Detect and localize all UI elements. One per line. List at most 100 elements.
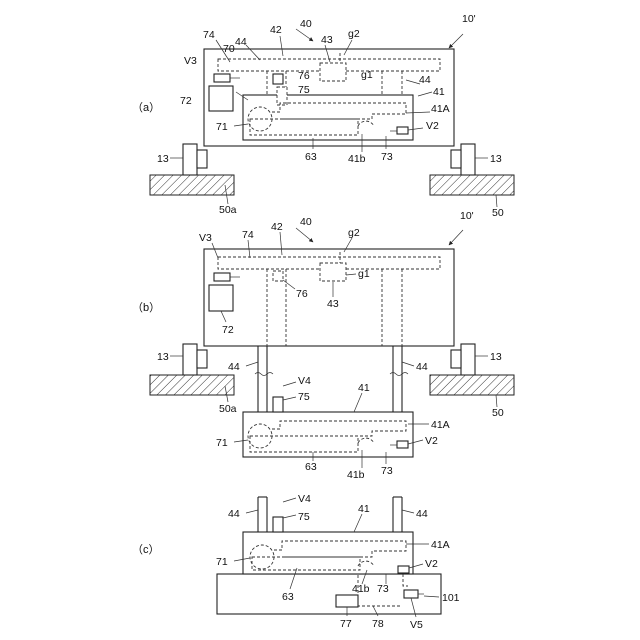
label-40: 40 xyxy=(300,18,312,30)
ground-block-left xyxy=(150,175,234,195)
sensor-76 xyxy=(273,74,283,84)
label-78: 78 xyxy=(372,618,384,630)
label-41A: 41A xyxy=(431,419,450,431)
gripper-g1 xyxy=(320,63,346,81)
wheel-axle-left xyxy=(197,150,207,168)
valve-v2 xyxy=(398,566,409,573)
panel-caption-c: （c） xyxy=(132,543,160,556)
label-g1: g1 xyxy=(358,268,370,280)
label-13-right: 13 xyxy=(490,153,502,165)
wheel-right xyxy=(461,344,475,375)
label-v3: V3 xyxy=(199,232,212,244)
label-43: 43 xyxy=(321,34,333,46)
label-44-right: 44 xyxy=(419,74,431,86)
label-13-left: 13 xyxy=(157,153,169,165)
label-v2: V2 xyxy=(425,558,438,570)
label-74: 74 xyxy=(242,229,254,241)
label-44-left: 44 xyxy=(228,508,240,520)
panel-c: （c） xyxy=(132,493,460,631)
label-63: 63 xyxy=(305,461,317,473)
block-72 xyxy=(209,86,233,111)
label-41b: 41b xyxy=(352,583,370,595)
label-73: 73 xyxy=(381,151,393,163)
valve-v3 xyxy=(214,273,230,281)
label-13-left: 13 xyxy=(157,351,169,363)
label-41: 41 xyxy=(358,503,370,515)
wheel-right xyxy=(461,144,475,175)
wheel-left xyxy=(183,144,197,175)
label-72: 72 xyxy=(180,95,192,107)
label-71: 71 xyxy=(216,556,228,568)
label-71: 71 xyxy=(216,437,228,449)
label-75: 75 xyxy=(298,84,310,96)
block-77 xyxy=(336,595,358,607)
wheel-axle-right xyxy=(451,350,461,368)
label-41A: 41A xyxy=(431,103,450,115)
label-41b: 41b xyxy=(348,153,366,165)
panel-caption-a: （a） xyxy=(132,101,160,114)
panel-caption-b: （b） xyxy=(132,301,160,314)
label-50: 50 xyxy=(492,207,504,219)
label-76: 76 xyxy=(296,288,308,300)
label-70: 70 xyxy=(223,43,235,55)
label-41: 41 xyxy=(433,86,445,98)
valve-v5 xyxy=(404,590,418,598)
label-43: 43 xyxy=(327,298,339,310)
label-44-right: 44 xyxy=(416,361,428,373)
label-44-right: 44 xyxy=(416,508,428,520)
panel-b: （b） xyxy=(132,210,514,481)
label-73: 73 xyxy=(377,583,389,595)
label-63: 63 xyxy=(282,591,294,603)
label-v4: V4 xyxy=(298,375,311,387)
label-50a: 50a xyxy=(219,204,237,216)
label-41: 41 xyxy=(358,382,370,394)
label-10p: 10' xyxy=(460,210,474,222)
label-40: 40 xyxy=(300,216,312,228)
connector-75 xyxy=(277,87,287,105)
label-101: 101 xyxy=(442,592,460,604)
label-44-left: 44 xyxy=(228,361,240,373)
valve-v2 xyxy=(397,441,408,448)
wheel-left xyxy=(183,344,197,375)
sensor-76 xyxy=(273,271,283,281)
label-g2: g2 xyxy=(348,28,360,40)
label-75: 75 xyxy=(298,391,310,403)
label-v3: V3 xyxy=(184,55,197,67)
label-44-top: 44 xyxy=(235,36,247,48)
valve-v2 xyxy=(397,127,408,134)
wheel-axle-left xyxy=(197,350,207,368)
label-72: 72 xyxy=(222,324,234,336)
label-63: 63 xyxy=(305,151,317,163)
label-10p: 10' xyxy=(462,13,476,25)
label-42: 42 xyxy=(270,24,282,36)
label-v2: V2 xyxy=(425,435,438,447)
ground-block-left xyxy=(150,375,234,395)
panel-a: （a） xyxy=(132,13,514,219)
label-42: 42 xyxy=(271,221,283,233)
label-v4: V4 xyxy=(298,493,311,505)
label-41A: 41A xyxy=(431,539,450,551)
label-v2: V2 xyxy=(426,120,439,132)
label-77: 77 xyxy=(340,618,352,630)
connector-75 xyxy=(273,397,283,412)
wheel-axle-right xyxy=(451,150,461,168)
connector-75 xyxy=(273,517,283,532)
label-76: 76 xyxy=(298,70,310,82)
ground-block-right xyxy=(430,375,514,395)
valve-v3 xyxy=(214,74,230,82)
label-v5: V5 xyxy=(410,619,423,631)
label-13-right: 13 xyxy=(490,351,502,363)
label-75: 75 xyxy=(298,511,310,523)
ground-block-right xyxy=(430,175,514,195)
label-g2: g2 xyxy=(348,227,360,239)
label-74: 74 xyxy=(203,29,215,41)
label-50: 50 xyxy=(492,407,504,419)
label-50a: 50a xyxy=(219,403,237,415)
label-41b: 41b xyxy=(347,469,365,481)
gripper-g1 xyxy=(320,263,346,281)
label-73: 73 xyxy=(381,465,393,477)
label-71: 71 xyxy=(216,121,228,133)
label-g1: g1 xyxy=(361,69,373,81)
block-72 xyxy=(209,285,233,311)
